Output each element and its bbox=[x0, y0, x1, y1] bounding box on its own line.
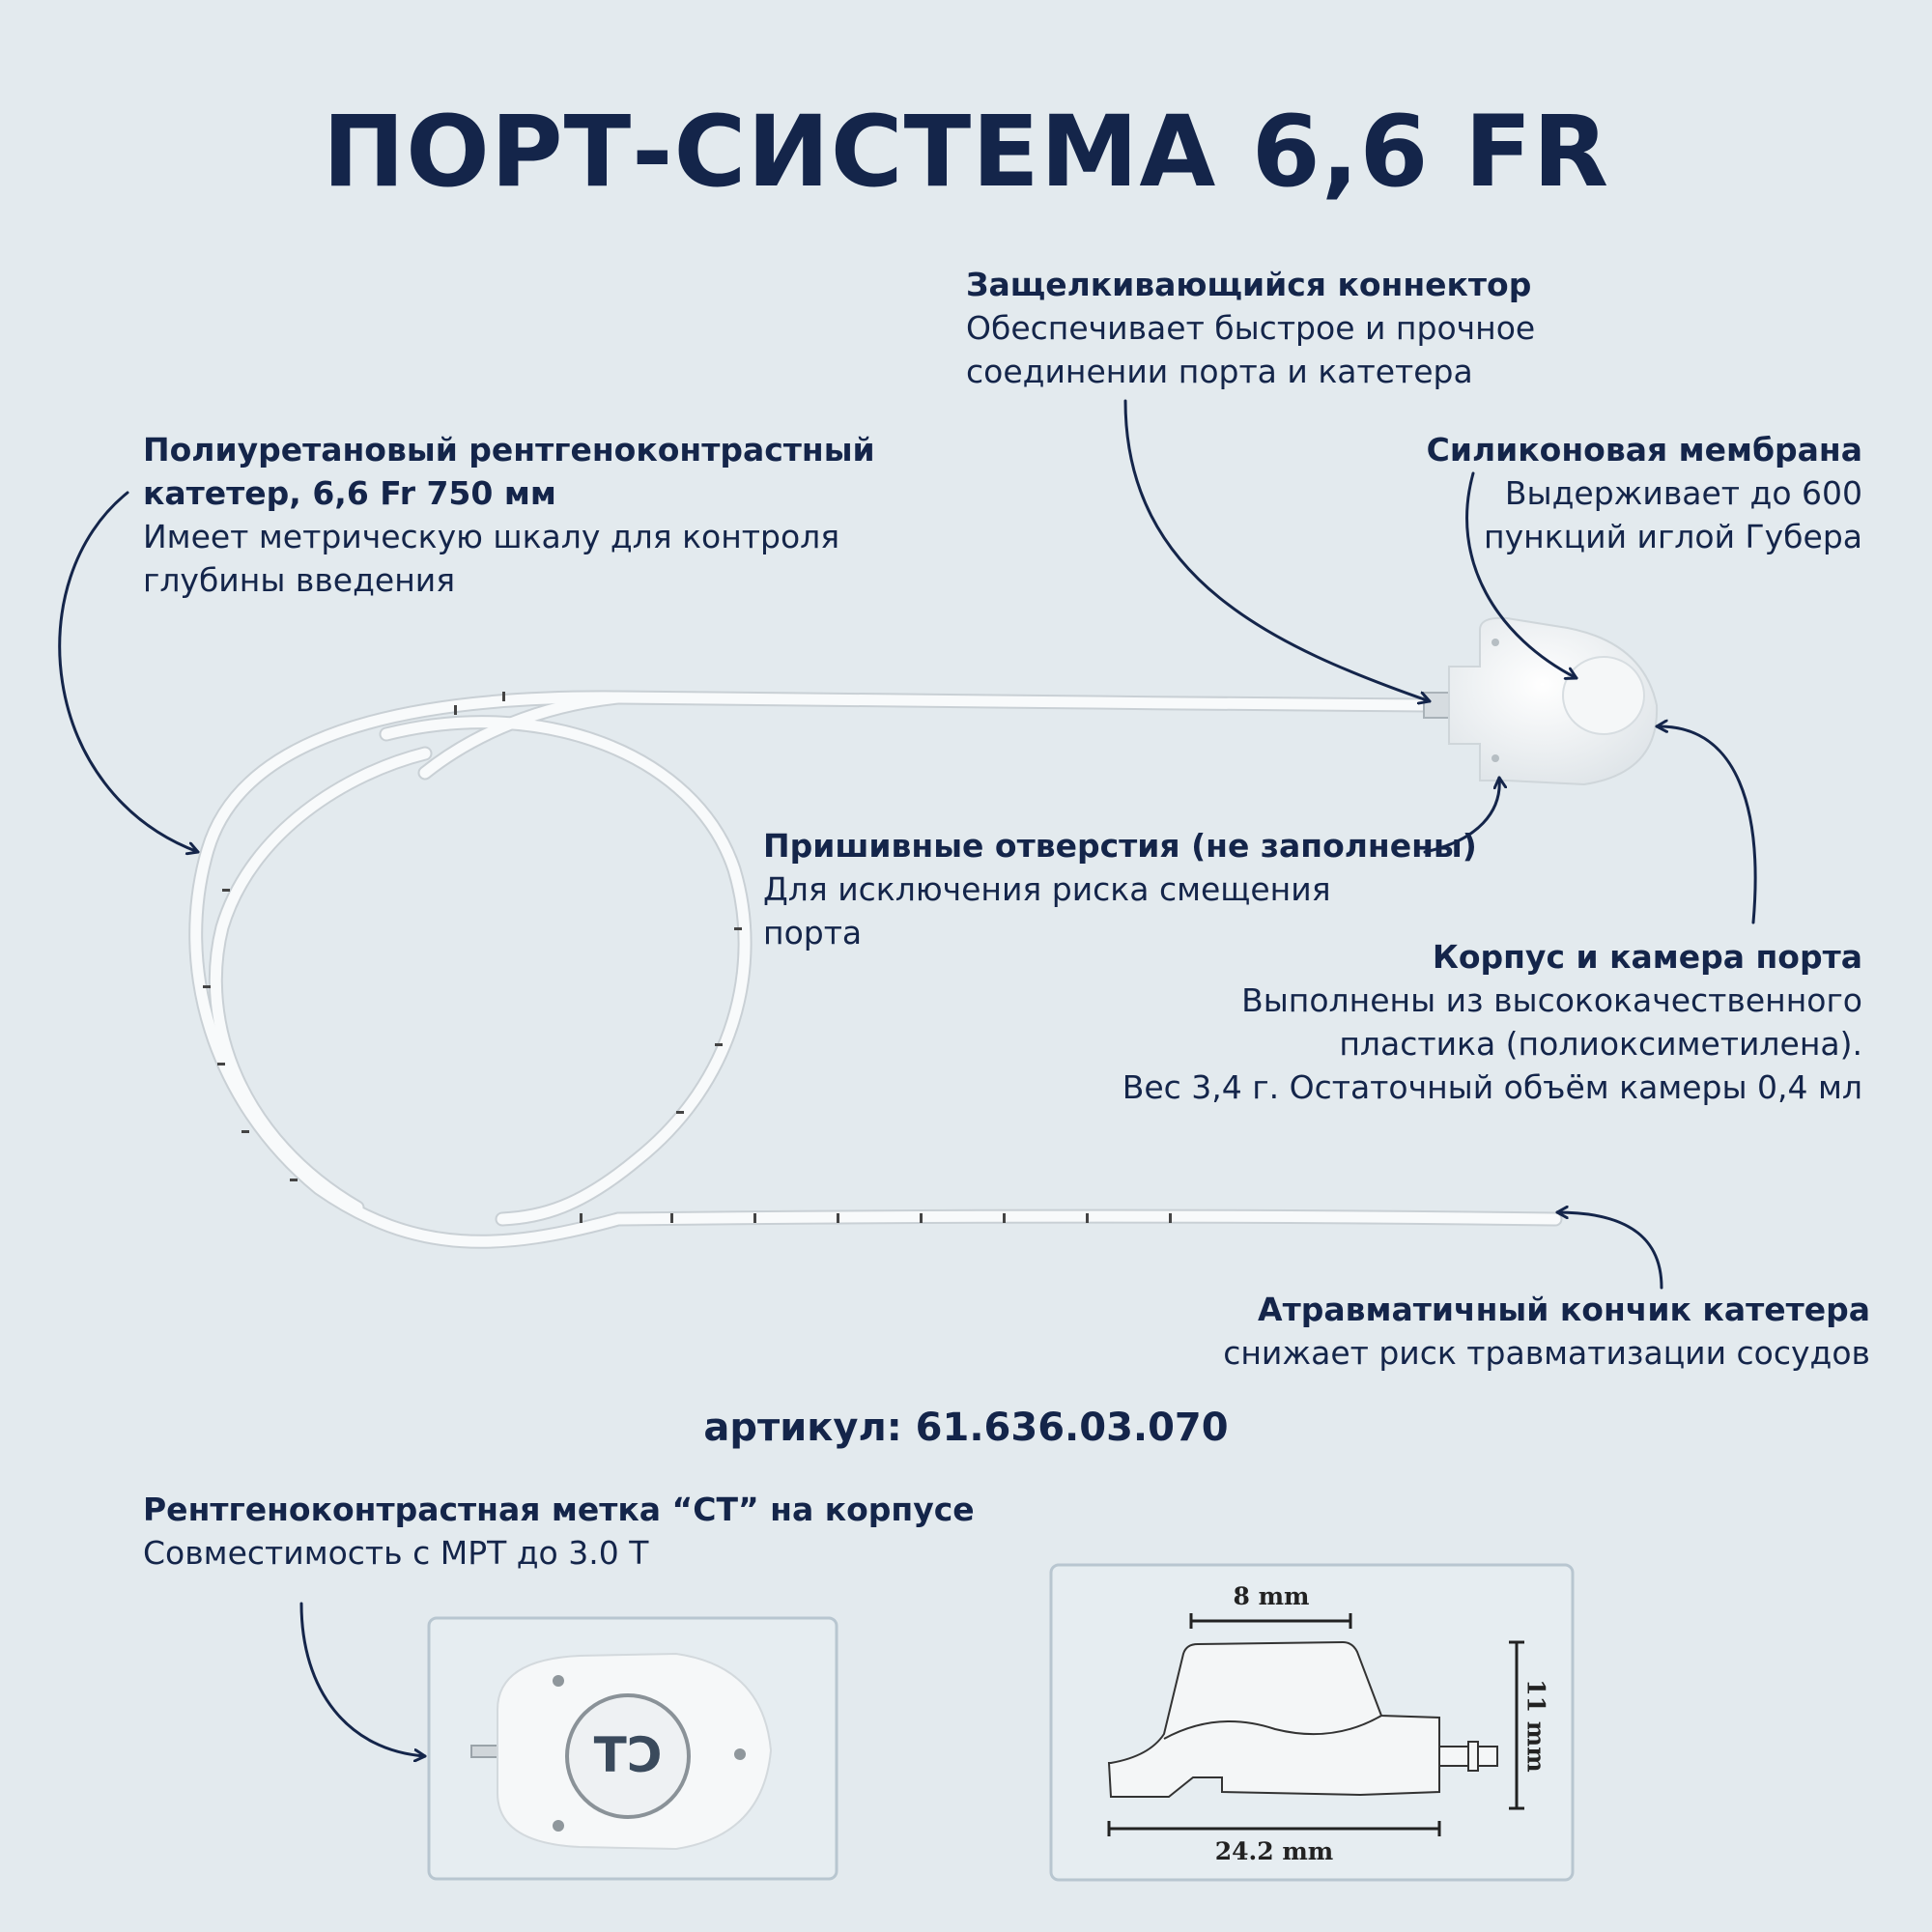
body-line3: Вес 3,4 г. Остаточный объём камеры 0,4 м… bbox=[1122, 1068, 1862, 1106]
connector-line2: соединении порта и катетера bbox=[966, 353, 1473, 390]
port-top-view bbox=[427, 1616, 838, 1881]
dimension-base: 24.2 mm bbox=[1214, 1837, 1334, 1865]
body-heading: Корпус и камера порта bbox=[1432, 938, 1862, 976]
arrow-suture bbox=[1423, 776, 1499, 854]
marker-line1: Совместимость с МРТ до 3.0 Т bbox=[143, 1534, 649, 1572]
ct-mark: CT bbox=[593, 1727, 663, 1783]
arrow-tip bbox=[1555, 1212, 1663, 1290]
membrane-heading: Силиконовая мембрана bbox=[1426, 431, 1862, 469]
port bbox=[1423, 616, 1659, 786]
catheter-line1: Имеет метрическую шкалу для контроля bbox=[143, 518, 840, 555]
suture-heading: Пришивные отверстия (не заполнены) bbox=[763, 827, 1477, 865]
marker-heading: Рентгеноконтрастная метка “CT” на корпус… bbox=[143, 1491, 975, 1528]
tip-line1: снижает риск травматизации сосудов bbox=[1223, 1334, 1870, 1372]
dimension-top: 8 mm bbox=[1233, 1582, 1310, 1610]
catheter-line2: глубины введения bbox=[143, 561, 456, 599]
body-line2: пластика (полиоксиметилена). bbox=[1339, 1025, 1862, 1063]
callout-body: Корпус и камера порта Выполнены из высок… bbox=[1122, 935, 1862, 1109]
membrane-line2: пункций иглой Губера bbox=[1484, 518, 1862, 555]
arrow-catheter bbox=[58, 491, 200, 852]
callout-suture-holes: Пришивные отверстия (не заполнены) Для и… bbox=[763, 824, 1477, 954]
connector-heading: Защелкивающийся коннектор bbox=[966, 266, 1532, 303]
arrow-marker bbox=[299, 1602, 427, 1756]
callout-connector: Защелкивающийся коннектор Обеспечивает б… bbox=[966, 263, 1535, 393]
catheter-heading-1: Полиуретановый рентгеноконтрастный bbox=[143, 431, 875, 469]
suture-line1: Для исключения риска смещения bbox=[763, 870, 1331, 908]
page-title: ПОРТ-СИСТЕМА 6,6 FR bbox=[322, 95, 1610, 210]
arrow-membrane bbox=[1465, 471, 1578, 678]
callout-arrows bbox=[58, 399, 1757, 1756]
membrane-line1: Выдерживает до 600 bbox=[1504, 474, 1862, 512]
callout-tip: Атравматичный кончик катетера снижает ри… bbox=[1223, 1288, 1870, 1375]
callout-membrane: Силиконовая мембрана Выдерживает до 600 … bbox=[1427, 428, 1862, 558]
callout-catheter: Полиуретановый рентгеноконтрастный катет… bbox=[143, 428, 875, 602]
dimension-height: 11 mm bbox=[1521, 1679, 1550, 1773]
arrow-connector bbox=[1123, 399, 1432, 701]
port-side-view bbox=[1049, 1563, 1575, 1882]
sku: артикул: 61.636.03.070 bbox=[703, 1406, 1229, 1450]
connector-line1: Обеспечивает быстрое и прочное bbox=[966, 309, 1536, 347]
suture-line2: порта bbox=[763, 914, 863, 952]
arrow-body bbox=[1655, 726, 1757, 924]
depth-marks bbox=[203, 692, 1172, 1223]
callout-marker: Рентгеноконтрастная метка “CT” на корпус… bbox=[143, 1488, 975, 1575]
catheter bbox=[188, 690, 1563, 1249]
catheter-heading-2: катетер, 6,6 Fr 750 мм bbox=[143, 474, 556, 512]
tip-heading: Атравматичный кончик катетера bbox=[1258, 1291, 1870, 1328]
body-line1: Выполнены из высококачественного bbox=[1241, 981, 1862, 1019]
